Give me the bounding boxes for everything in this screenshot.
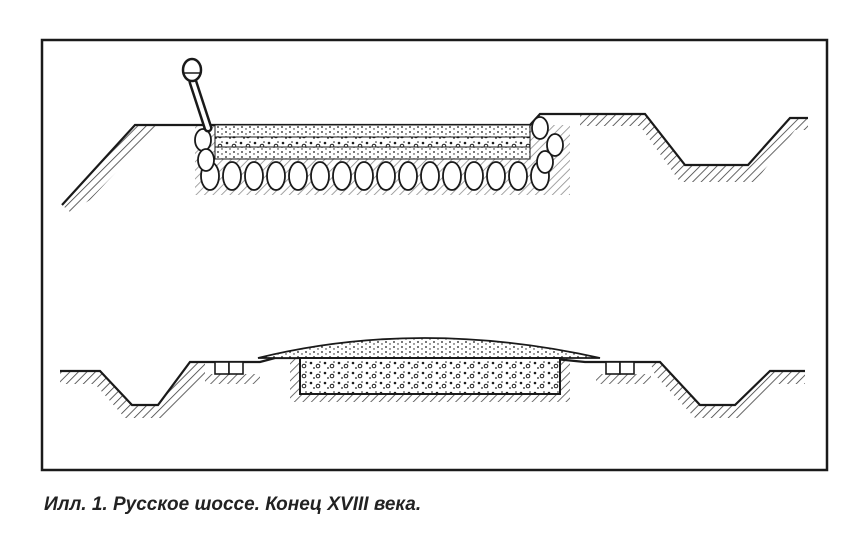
boulder-stone [398, 161, 418, 191]
boulder-stone [266, 161, 286, 191]
bottom-right-ditch-hatch [650, 362, 805, 418]
top-left-curb-stones [194, 128, 215, 172]
top-road-layer-3 [214, 146, 531, 160]
boulder-stone [244, 161, 264, 191]
top-section [61, 57, 808, 212]
bottom-section [60, 337, 805, 418]
top-left-slope-hatch [62, 125, 160, 212]
boulder-stone [546, 133, 564, 157]
bottom-road-base [299, 357, 561, 395]
bottom-left-ditch-hatch [60, 362, 205, 418]
boulder-stone [536, 150, 554, 174]
boulder-stone [310, 161, 330, 191]
boulder-stone [376, 161, 396, 191]
top-road-layer-2 [214, 136, 531, 148]
boulder-stone [222, 161, 242, 191]
figure-frame [40, 38, 829, 472]
boulder-stone [420, 161, 440, 191]
boulder-stone [197, 148, 215, 172]
top-boulder-row [200, 161, 550, 191]
boulder-stone [332, 161, 352, 191]
boulder-stone [486, 161, 506, 191]
boulder-stone [531, 116, 549, 140]
bottom-left-curb-blocks [205, 361, 260, 384]
boulder-stone [354, 161, 374, 191]
boulder-stone [288, 161, 308, 191]
bottom-right-curb-blocks [596, 361, 651, 384]
top-right-curb-stones [531, 116, 564, 174]
boulder-stone [508, 161, 528, 191]
top-road-layer-1 [214, 124, 531, 138]
figure-caption: Илл. 1. Русское шоссе. Конец XVIII века. [44, 494, 422, 515]
bottom-road-crown [257, 337, 601, 359]
bottom-road-base-hatch [290, 358, 570, 402]
boulder-stone [464, 161, 484, 191]
top-ditch-hatch [580, 114, 808, 182]
milestone-post-icon [181, 57, 213, 133]
boulder-stone [442, 161, 462, 191]
